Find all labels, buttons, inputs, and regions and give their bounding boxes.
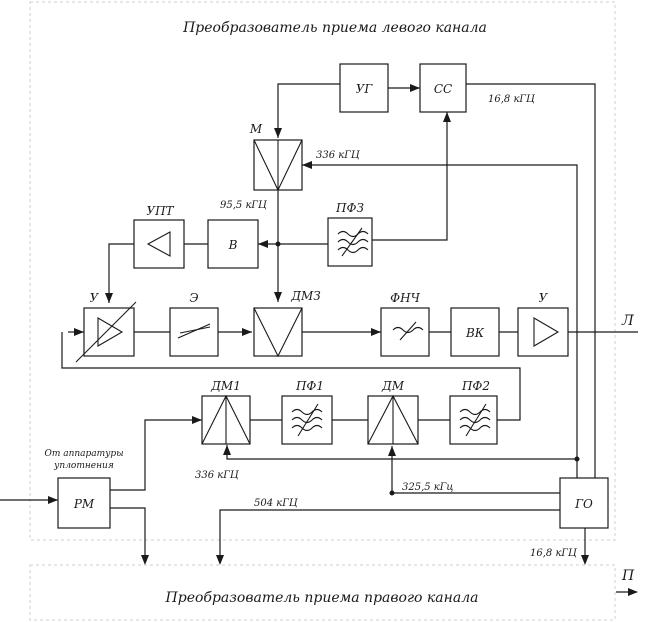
svg-text:ГО: ГО bbox=[574, 497, 593, 511]
svg-text:М: М bbox=[249, 122, 263, 136]
block-ug: УГ bbox=[339, 63, 389, 113]
label-16-8-bottom: 16,8 кГЦ bbox=[530, 548, 578, 559]
block-pf2: ПФ2 bbox=[449, 379, 498, 445]
block-upt: УПТ bbox=[133, 204, 185, 269]
svg-text:УПТ: УПТ bbox=[146, 204, 174, 218]
svg-text:ФНЧ: ФНЧ bbox=[390, 291, 420, 305]
block-pf1: ПФ1 bbox=[281, 379, 333, 445]
left-channel-frame bbox=[29, 1, 616, 541]
svg-text:ДМ: ДМ bbox=[381, 379, 405, 393]
block-u-out: У bbox=[517, 291, 569, 357]
label-336-bottom: 336 кГЦ bbox=[195, 470, 240, 481]
arrowheads bbox=[48, 84, 638, 596]
right-channel-frame bbox=[29, 564, 616, 621]
right-channel-title: Преобразователь приема правого канала bbox=[165, 590, 479, 606]
svg-text:ДМ1: ДМ1 bbox=[210, 379, 241, 393]
label-from-line2: уплотнения bbox=[53, 461, 114, 471]
svg-text:ПФ1: ПФ1 bbox=[295, 379, 324, 393]
block-dm1: ДМ1 bbox=[201, 379, 251, 445]
svg-text:ДМЗ: ДМЗ bbox=[290, 289, 321, 303]
wires bbox=[0, 83, 638, 593]
svg-text:ПФЗ: ПФЗ bbox=[335, 201, 364, 215]
label-504: 504 кГЦ bbox=[254, 498, 299, 509]
block-dmz: ДМЗ bbox=[253, 289, 321, 358]
label-325-5: 325,5 кГц bbox=[402, 482, 453, 493]
block-dm: ДМ bbox=[367, 379, 419, 445]
svg-text:РМ: РМ bbox=[73, 497, 95, 511]
svg-text:ВК: ВК bbox=[465, 326, 485, 340]
svg-text:СС: СС bbox=[434, 82, 452, 96]
label-336-top: 336 кГЦ bbox=[316, 150, 361, 161]
label-from-line1: От аппаратуры bbox=[44, 449, 123, 459]
block-v: В bbox=[207, 219, 259, 269]
block-m: М bbox=[249, 122, 303, 192]
svg-text:У: У bbox=[539, 291, 549, 305]
block-vk: ВК bbox=[450, 307, 500, 357]
label-output-l: Л bbox=[621, 313, 634, 329]
block-rm: РМ bbox=[57, 477, 111, 529]
label-output-p: П bbox=[621, 568, 635, 584]
block-fnch: ФНЧ bbox=[380, 291, 430, 357]
svg-text:Э: Э bbox=[189, 291, 198, 305]
label-16-8-top: 16,8 кГЦ bbox=[488, 94, 536, 105]
left-channel-title: Преобразователь приема левого канала bbox=[182, 20, 487, 36]
label-95-5: 95,5 кГЦ bbox=[220, 200, 268, 211]
block-pfz: ПФЗ bbox=[327, 201, 373, 267]
svg-text:В: В bbox=[228, 238, 238, 252]
block-ss: СС bbox=[419, 63, 467, 113]
svg-text:ПФ2: ПФ2 bbox=[461, 379, 490, 393]
block-go: ГО bbox=[559, 477, 609, 529]
block-e: Э bbox=[169, 291, 219, 357]
svg-text:УГ: УГ bbox=[356, 82, 374, 96]
block-u-in: У bbox=[75, 291, 137, 363]
svg-text:У: У bbox=[90, 291, 100, 305]
